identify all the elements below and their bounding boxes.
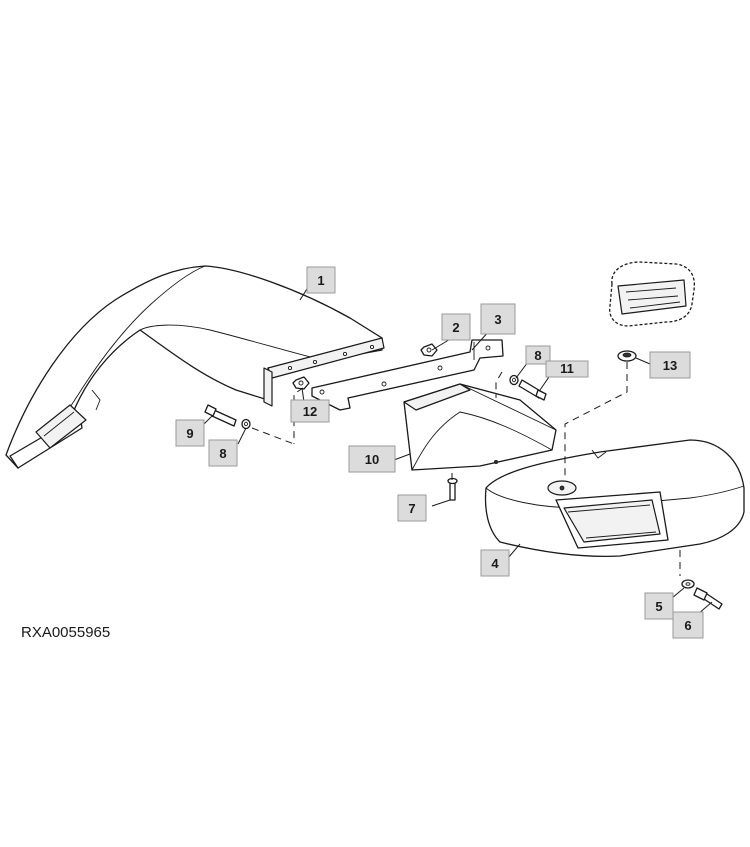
svg-text:9: 9 xyxy=(186,426,193,441)
svg-text:6: 6 xyxy=(684,618,691,633)
bolt-7 xyxy=(447,477,458,501)
callout-8-upper: 8 xyxy=(525,345,551,365)
screw-6 xyxy=(693,587,723,610)
grommet-part xyxy=(617,350,637,362)
callout-1: 1 xyxy=(306,266,336,294)
bolt-9 xyxy=(204,404,237,427)
svg-text:4: 4 xyxy=(491,556,499,571)
assembly-lines xyxy=(251,362,681,576)
svg-text:8: 8 xyxy=(219,446,226,461)
shield-part xyxy=(403,383,557,471)
callout-10: 10 xyxy=(348,445,396,473)
callout-5: 5 xyxy=(644,592,674,620)
nut-12 xyxy=(292,376,310,390)
svg-text:1: 1 xyxy=(317,273,324,288)
svg-text:8: 8 xyxy=(534,348,541,363)
reference-code: RXA0055965 xyxy=(21,624,110,641)
svg-text:7: 7 xyxy=(408,501,415,516)
washer-5 xyxy=(681,579,695,589)
cover-part xyxy=(484,439,745,558)
svg-text:13: 13 xyxy=(663,358,677,373)
washer-8-lower xyxy=(241,418,251,430)
nut-2 xyxy=(420,343,438,357)
svg-text:2: 2 xyxy=(452,320,459,335)
callout-12: 12 xyxy=(290,399,330,423)
svg-text:5: 5 xyxy=(655,599,662,614)
svg-text:11: 11 xyxy=(560,361,574,376)
callout-4: 4 xyxy=(480,549,510,577)
callout-3: 3 xyxy=(480,303,516,335)
svg-text:3: 3 xyxy=(494,312,501,327)
svg-text:12: 12 xyxy=(303,404,317,419)
callout-6: 6 xyxy=(672,611,704,639)
callout-13: 13 xyxy=(649,351,691,379)
callout-2: 2 xyxy=(441,313,471,341)
callout-9: 9 xyxy=(175,419,205,447)
bolt-11 xyxy=(518,379,547,401)
fender-part xyxy=(5,265,385,469)
callout-11: 11 xyxy=(545,360,589,378)
lamp-module-part xyxy=(609,261,696,327)
bracket-part xyxy=(311,339,504,411)
callout-7: 7 xyxy=(397,494,427,522)
svg-text:10: 10 xyxy=(365,452,379,467)
callout-8-lower: 8 xyxy=(208,439,238,467)
